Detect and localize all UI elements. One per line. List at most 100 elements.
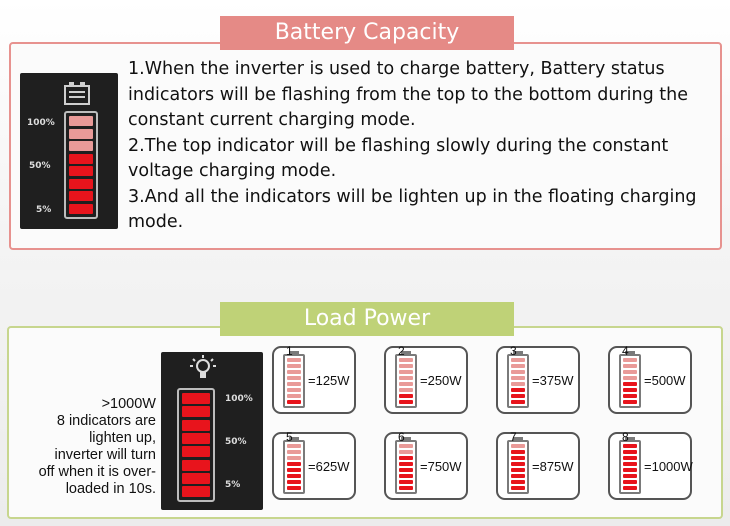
indicator-cell bbox=[287, 388, 301, 392]
card-power-value: =625W bbox=[308, 459, 350, 474]
load-level-card: 1=125W bbox=[272, 344, 356, 414]
indicator-cell bbox=[69, 166, 93, 176]
level-5-label: 5% bbox=[225, 480, 241, 490]
indicator-cell bbox=[511, 474, 525, 478]
load-level-card: 7=875W bbox=[496, 430, 580, 500]
indicator-cell bbox=[623, 364, 637, 368]
battery-capacity-title: Battery Capacity bbox=[220, 16, 514, 50]
indicator-cell bbox=[511, 376, 525, 380]
indicator-cell bbox=[399, 462, 413, 466]
note-line: 8 indicators are bbox=[56, 413, 156, 429]
indicator-cell bbox=[623, 400, 637, 404]
battery-description: 1.When the inverter is used to charge ba… bbox=[128, 57, 718, 236]
indicator-cell bbox=[623, 468, 637, 472]
load-level-card: 4=500W bbox=[608, 344, 692, 414]
indicator-cell bbox=[511, 486, 525, 490]
indicator-cell bbox=[69, 153, 93, 164]
indicator-cell bbox=[182, 446, 210, 458]
indicator-cell bbox=[623, 444, 637, 448]
battery-terminal bbox=[401, 437, 411, 440]
indicator-cell bbox=[399, 480, 413, 484]
card-power-value: =750W bbox=[420, 459, 462, 474]
battery-terminal bbox=[625, 437, 635, 440]
indicator-cell bbox=[287, 382, 301, 386]
indicator-cell bbox=[399, 358, 413, 362]
load-level-card: 3 =375W bbox=[496, 344, 580, 414]
indicator-cell bbox=[511, 444, 525, 448]
load-cells bbox=[177, 388, 215, 502]
desc-line: 2.The top indicator will be flashing slo… bbox=[128, 135, 669, 156]
note-line: loaded in 10s. bbox=[65, 481, 156, 497]
battery-terminal bbox=[289, 351, 299, 354]
indicator-cell bbox=[287, 364, 301, 368]
indicator-cell bbox=[287, 358, 301, 362]
battery-icon bbox=[283, 354, 305, 408]
indicator-cell bbox=[69, 178, 93, 189]
indicator-cell bbox=[399, 364, 413, 368]
note-line: lighten up, bbox=[89, 430, 156, 446]
indicator-cell bbox=[511, 358, 525, 362]
indicator-cell bbox=[399, 376, 413, 380]
level-100-label: 100% bbox=[225, 394, 253, 404]
battery-terminal bbox=[401, 351, 411, 354]
indicator-cell bbox=[69, 116, 93, 126]
indicator-cell bbox=[287, 400, 301, 404]
indicator-cell bbox=[287, 444, 301, 448]
indicator-cell bbox=[623, 480, 637, 484]
indicator-cell bbox=[399, 486, 413, 490]
note-line: inverter will turn bbox=[54, 447, 156, 463]
battery-icon bbox=[283, 440, 305, 494]
indicator-cell bbox=[399, 388, 413, 392]
indicator-cell bbox=[623, 474, 637, 478]
battery-icon bbox=[619, 440, 641, 494]
load-level-card: 6 =750W bbox=[384, 430, 468, 500]
load-power-title: Load Power bbox=[220, 302, 514, 336]
indicator-cell bbox=[287, 486, 301, 490]
indicator-cell bbox=[182, 432, 210, 444]
card-power-value: =875W bbox=[532, 459, 574, 474]
card-power-value: =375W bbox=[532, 373, 574, 388]
indicator-cell bbox=[511, 400, 525, 404]
card-number: 3 bbox=[510, 344, 517, 358]
indicator-cell bbox=[69, 141, 93, 151]
overload-note: >1000W 8 indicators are lighten up, inve… bbox=[10, 396, 156, 498]
indicator-cell bbox=[182, 393, 210, 404]
indicator-cell bbox=[623, 370, 637, 374]
indicator-cell bbox=[287, 474, 301, 478]
indicator-cell bbox=[287, 468, 301, 472]
indicator-cell bbox=[623, 388, 637, 392]
indicator-cell bbox=[182, 486, 210, 498]
load-power-panel bbox=[7, 326, 723, 519]
indicator-cell bbox=[623, 456, 637, 460]
indicator-cell bbox=[399, 394, 413, 398]
card-number: 6 bbox=[398, 430, 405, 444]
desc-line: voltage charging mode. bbox=[128, 161, 337, 181]
desc-line: 3.And all the indicators will be lighten… bbox=[128, 186, 697, 207]
indicator-cell bbox=[69, 191, 93, 201]
load-indicator-display: 100% 50% 5% bbox=[161, 352, 263, 510]
indicator-cell bbox=[287, 462, 301, 466]
indicator-cell bbox=[511, 462, 525, 466]
indicator-cell bbox=[623, 462, 637, 466]
battery-charge-icon bbox=[64, 82, 90, 105]
level-50-label: 50% bbox=[29, 161, 51, 171]
battery-icon bbox=[507, 440, 529, 494]
indicator-cell bbox=[511, 468, 525, 472]
desc-line: mode. bbox=[128, 212, 184, 232]
card-number: 4 bbox=[622, 344, 629, 358]
indicator-cell bbox=[287, 480, 301, 484]
battery-terminal bbox=[513, 351, 523, 354]
indicator-cell bbox=[623, 486, 637, 490]
indicator-cell bbox=[511, 480, 525, 484]
desc-line: 1.When the inverter is used to charge ba… bbox=[128, 59, 665, 79]
indicator-cell bbox=[511, 394, 525, 398]
load-level-card: 8=1000W bbox=[608, 430, 693, 500]
card-number: 1 bbox=[286, 344, 293, 358]
indicator-cell bbox=[511, 450, 525, 454]
battery-capacity-panel bbox=[9, 42, 722, 250]
card-power-value: =1000W bbox=[644, 459, 693, 474]
indicator-cell bbox=[182, 419, 210, 431]
battery-terminal bbox=[513, 437, 523, 440]
card-number: 5 bbox=[286, 430, 293, 444]
indicator-cell bbox=[399, 456, 413, 460]
